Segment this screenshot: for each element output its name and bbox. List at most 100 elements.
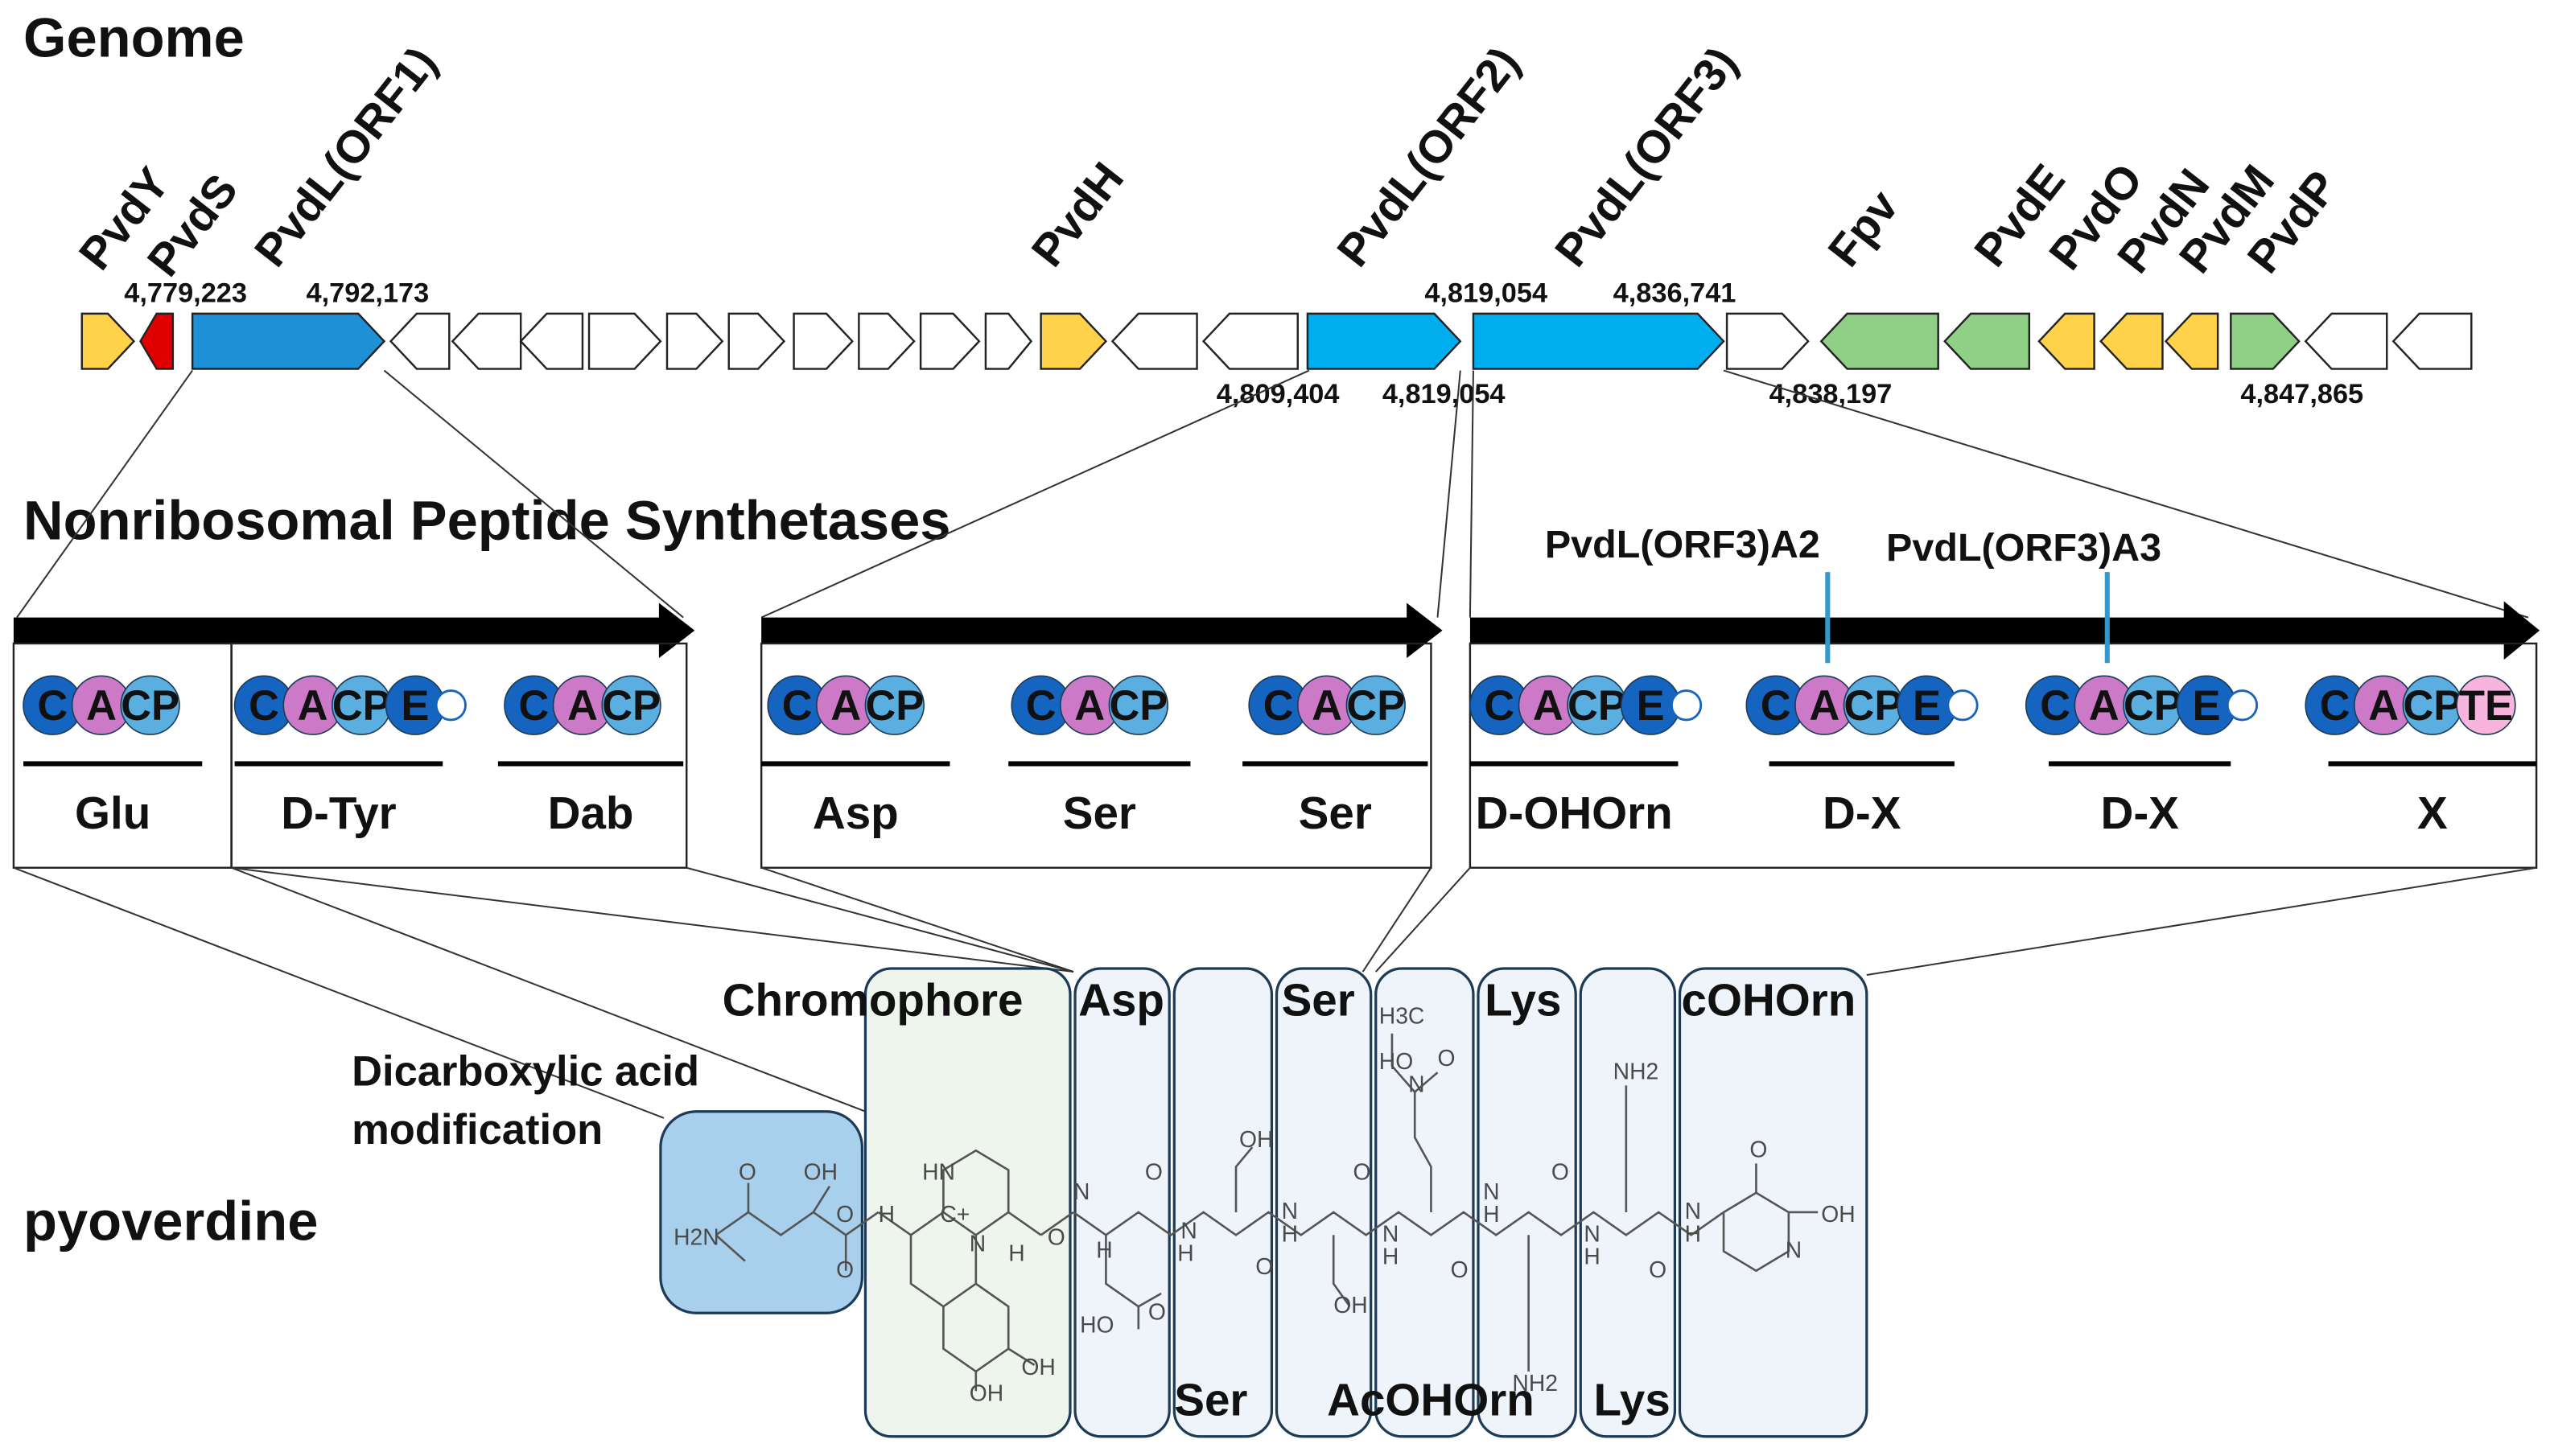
gene-arrow	[1040, 312, 1108, 370]
nrps-linker-dot	[1670, 689, 1703, 722]
nrps-domain-letter: C	[1263, 682, 1294, 730]
module-residue-label: Ser	[1299, 788, 1372, 838]
svg-text:O: O	[1649, 1257, 1666, 1282]
svg-text:O: O	[1438, 1045, 1456, 1071]
nrps-domain-cp	[864, 675, 925, 735]
nrps-domain-letter: CP	[2403, 682, 2461, 730]
nrps-domain-letter: C	[1484, 682, 1514, 730]
lys-bottom-label: Lys	[1593, 1374, 1670, 1425]
nrps-linker-dot	[435, 689, 467, 722]
gene-arrow	[665, 312, 724, 370]
svg-text:N: N	[970, 1230, 986, 1256]
nrps-domain-letter: A	[1533, 682, 1563, 730]
nrps-domain-letter: C	[782, 682, 813, 730]
gene-arrow	[1725, 312, 1810, 370]
svg-text:HO: HO	[1080, 1311, 1114, 1337]
pvdl-orf2-backbone-arrow	[761, 603, 1443, 659]
gene-arrow	[389, 312, 451, 370]
svg-text:O: O	[1255, 1253, 1273, 1279]
nrps-domain-cp	[120, 675, 180, 735]
nrps-domain-letter: CP	[121, 682, 179, 730]
svg-text:HN: HN	[922, 1159, 955, 1185]
marker-label-a2: PvdL(ORF3)A2	[1545, 523, 1820, 566]
pyoverdine-heading: pyoverdine	[23, 1190, 318, 1252]
genome-coordinates: 4,779,223 4,792,173 4,819,054 4,836,741 …	[124, 278, 2363, 409]
svg-text:HO: HO	[1379, 1048, 1413, 1074]
gene-arrow	[451, 312, 522, 370]
nrps-domain-letter: A	[2368, 682, 2399, 730]
gene-label-pvdl-orf1: PvdL(ORF1)	[245, 37, 447, 275]
pyoverdine-atom-labels: OH O H2N O O HN C+ N H H O OH OH OH O O …	[674, 1003, 1856, 1406]
nrps-domain-letter: E	[401, 682, 429, 730]
nrps-domain-letter: CP	[332, 682, 391, 730]
svg-text:H: H	[879, 1201, 895, 1227]
lys-top-label: Lys	[1485, 975, 1561, 1026]
coord-label: 4,847,865	[2240, 379, 2363, 409]
nrps-domain-cp	[1345, 675, 1406, 735]
nrps-domain-letter: C	[1761, 682, 1791, 730]
asp-label: Asp	[1078, 975, 1164, 1026]
svg-text:OH: OH	[804, 1159, 838, 1185]
nrps-domain-letter: E	[1637, 682, 1665, 730]
module-residue-label: Glu	[75, 788, 150, 838]
gene-arrow	[1819, 312, 1939, 370]
pyoverdine-skeleton	[715, 1033, 1819, 1392]
ser-bottom-label: Ser	[1174, 1374, 1247, 1425]
svg-text:H3C: H3C	[1379, 1003, 1425, 1029]
svg-text:O: O	[836, 1257, 854, 1282]
svg-text:C+: C+	[940, 1201, 970, 1227]
ser-box-2	[1275, 967, 1373, 1438]
svg-text:O: O	[836, 1201, 854, 1227]
chromophore-box	[863, 967, 1072, 1438]
module-residue-label: D-X	[2100, 788, 2179, 838]
gene-arrow	[858, 312, 916, 370]
gene-arrow	[1201, 312, 1299, 370]
nrps-domain-letter: TE	[2459, 682, 2513, 730]
module-residue-label: D-Tyr	[281, 788, 396, 838]
nrps-domain-letter: A	[86, 682, 117, 730]
module-residue-label: D-X	[1823, 788, 1901, 838]
nrps-domain-letter: CP	[1567, 682, 1626, 730]
gene-arrow	[2304, 312, 2388, 370]
lys-box-2	[1579, 967, 1677, 1438]
gene-arrow	[139, 312, 175, 370]
nrps-domain-letter: A	[1312, 682, 1342, 730]
svg-text:H: H	[1382, 1244, 1399, 1269]
dicarboxylic-label-line2: modification	[352, 1106, 603, 1154]
coord-label: 4,836,741	[1613, 278, 1736, 309]
module-residue-label: Asp	[813, 788, 899, 838]
pyoverdine-labels: Dicarboxylic acid modification Chromopho…	[352, 975, 1856, 1425]
nrps-domain-letter: A	[1809, 682, 1839, 730]
nrps-linker-dot	[2226, 689, 2259, 722]
nrps-pyoverdine-connectors	[13, 866, 2537, 1119]
nrps-domain-letter: CP	[2124, 682, 2182, 730]
svg-text:O: O	[739, 1159, 756, 1185]
nrps-domain-letter: C	[37, 682, 68, 730]
module-residue-label: Dab	[548, 788, 634, 838]
gene-arrow	[1110, 312, 1198, 370]
svg-text:O: O	[1353, 1159, 1370, 1185]
gene-label-pvdh: PvdH	[1022, 153, 1134, 276]
nrps-backbones	[13, 601, 2540, 660]
nrps-module-boxes	[12, 642, 2538, 869]
pvdl-orf3-backbone-arrow	[1469, 601, 2540, 660]
acohorn-box	[1374, 967, 1475, 1438]
coord-label: 4,792,173	[307, 278, 430, 309]
gene-arrow	[2164, 312, 2219, 370]
gene-arrow	[80, 312, 136, 370]
svg-text:O: O	[1749, 1136, 1767, 1162]
svg-text:NH2: NH2	[1512, 1370, 1558, 1396]
gene-label-fpv: Fpv	[1818, 180, 1908, 275]
svg-text:N: N	[1685, 1198, 1701, 1224]
svg-text:N: N	[1483, 1178, 1499, 1204]
module-residue-label: X	[2417, 788, 2448, 838]
gene-arrow	[2230, 312, 2301, 370]
gene-arrow-track	[80, 312, 2473, 370]
nrps-domain-letter: A	[298, 682, 328, 730]
chromophore-label: Chromophore	[723, 975, 1024, 1026]
svg-text:N: N	[1180, 1217, 1197, 1243]
nrps-domain-letter: CP	[1109, 682, 1168, 730]
gene-arrow	[793, 312, 854, 370]
svg-text:OH: OH	[1021, 1354, 1055, 1380]
